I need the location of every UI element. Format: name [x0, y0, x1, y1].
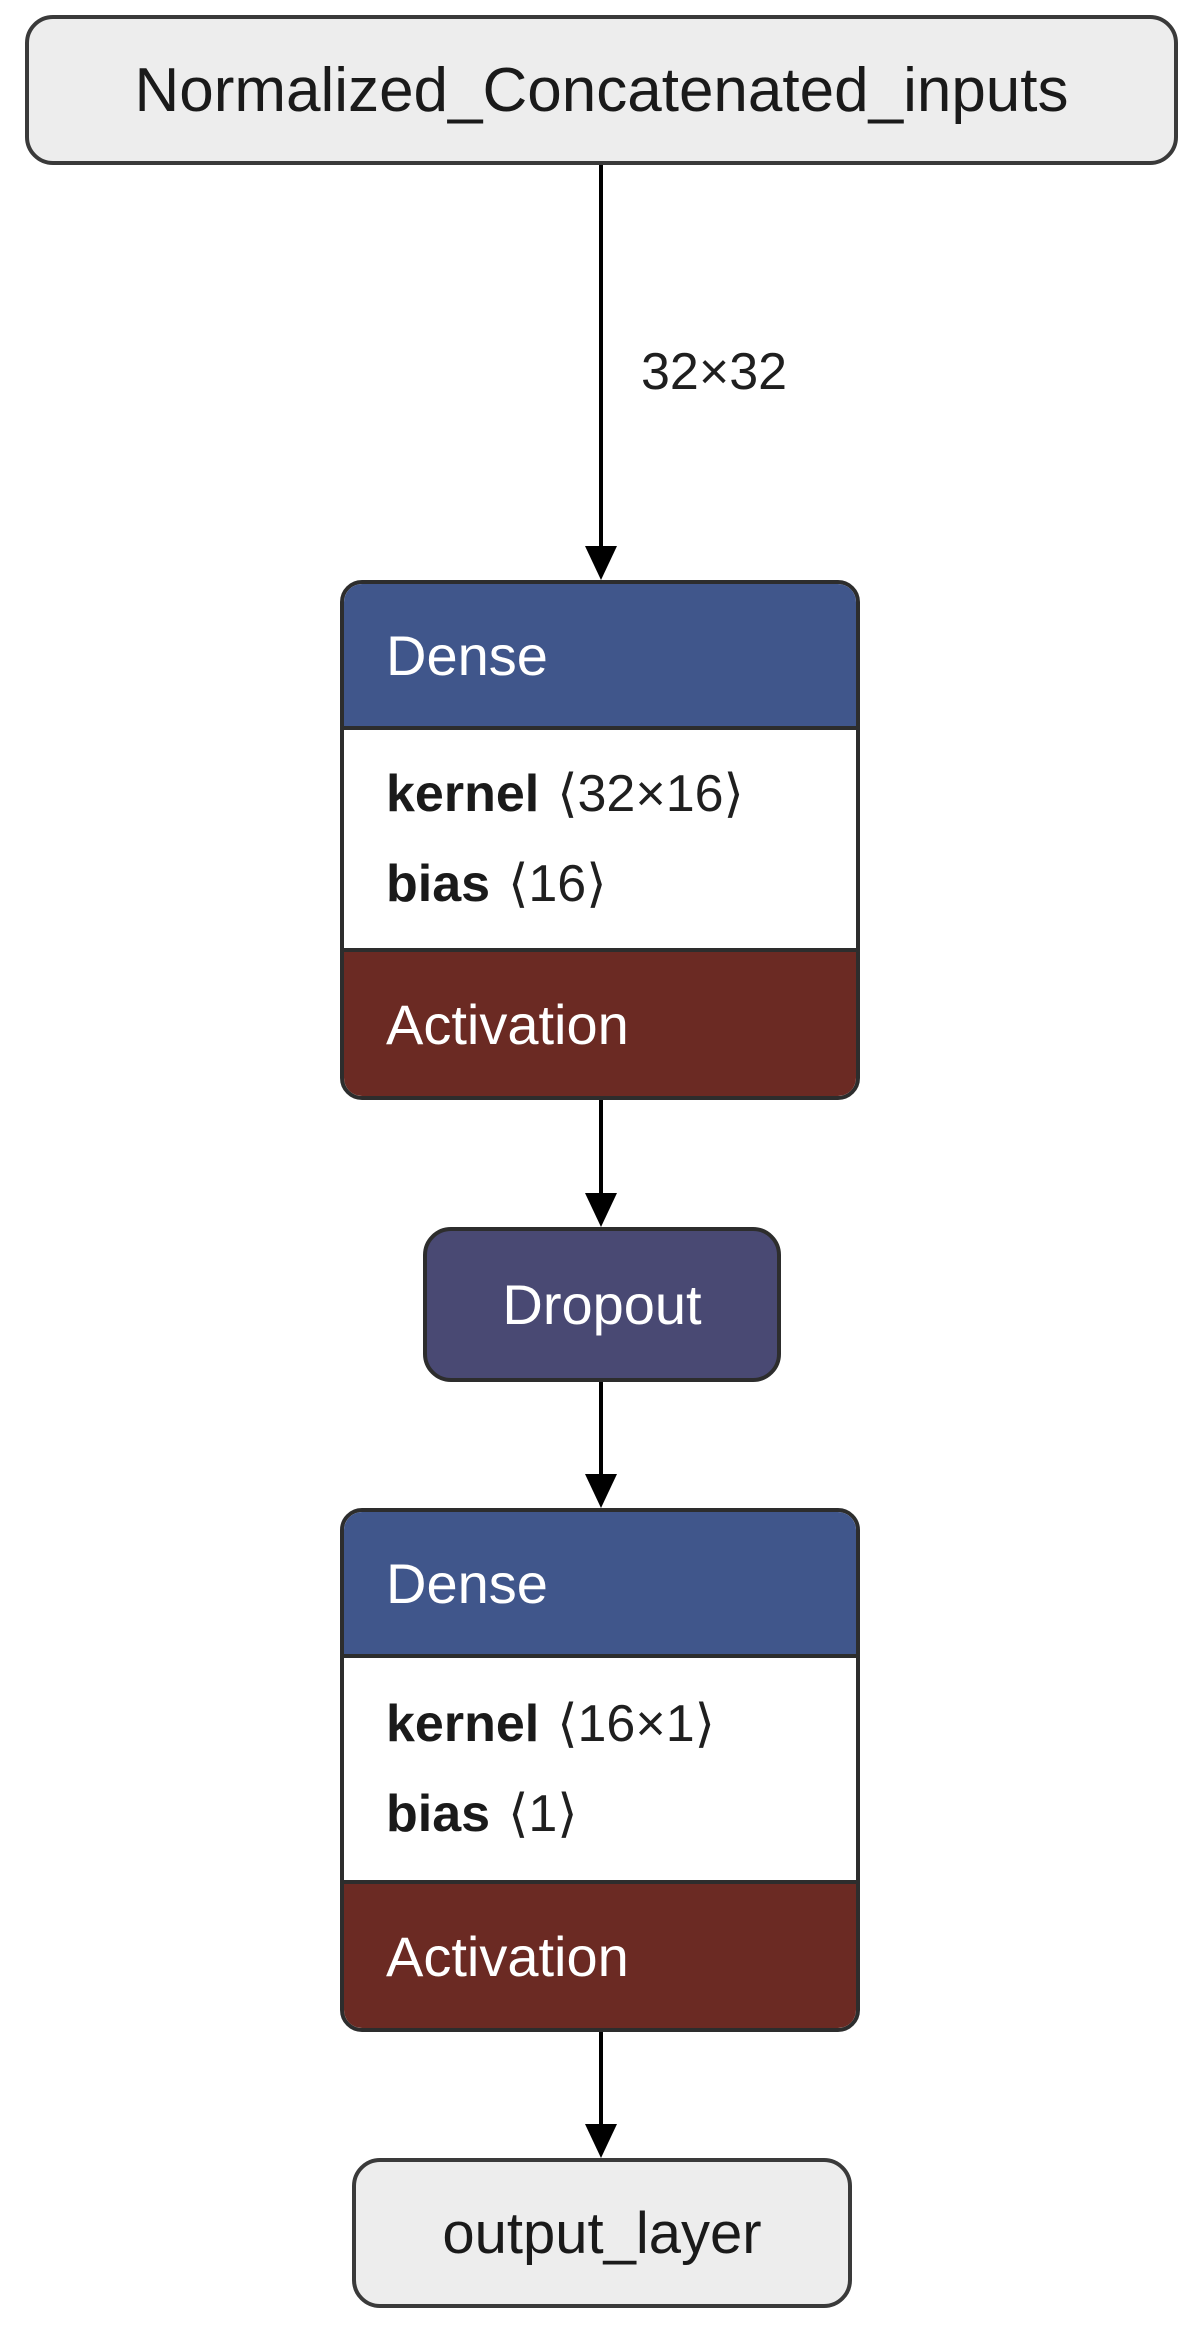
- dense-1-params: kernel ⟨32×16⟩ bias ⟨16⟩: [344, 730, 856, 948]
- param-name: kernel: [386, 1695, 540, 1753]
- node-dense-2: Dense kernel ⟨16×1⟩ bias ⟨1⟩ Activation: [340, 1508, 860, 2032]
- dense-2-activation-footer: Activation: [344, 1880, 856, 2028]
- dense-2-title: Dense: [344, 1512, 856, 1658]
- param-row-bias: bias ⟨1⟩: [386, 1769, 856, 1859]
- dense-1-activation-footer: Activation: [344, 948, 856, 1096]
- param-name: bias: [386, 1785, 491, 1843]
- input-layer-label: Normalized_Concatenated_inputs: [134, 55, 1069, 125]
- node-output-layer: output_layer: [352, 2158, 852, 2308]
- param-row-bias: bias ⟨16⟩: [386, 839, 856, 929]
- param-name: kernel: [386, 765, 540, 823]
- edge-input-to-dense1: [599, 165, 603, 548]
- edge-dense1-to-dropout: [599, 1100, 603, 1195]
- dense-1-title: Dense: [344, 584, 856, 730]
- node-dense-1: Dense kernel ⟨32×16⟩ bias ⟨16⟩ Activation: [340, 580, 860, 1100]
- param-shape: ⟨16⟩: [508, 855, 607, 913]
- param-shape: ⟨32×16⟩: [557, 765, 744, 823]
- param-row-kernel: kernel ⟨16×1⟩: [386, 1679, 856, 1769]
- dense-2-params: kernel ⟨16×1⟩ bias ⟨1⟩: [344, 1658, 856, 1880]
- edge-dropout-to-dense2: [599, 1382, 603, 1476]
- edge-shape-label: 32×32: [641, 343, 788, 401]
- dropout-label: Dropout: [502, 1273, 702, 1336]
- arrow-down-icon: [585, 2124, 617, 2158]
- param-shape: ⟨16×1⟩: [557, 1695, 715, 1753]
- arrow-down-icon: [585, 1193, 617, 1227]
- param-shape: ⟨1⟩: [508, 1785, 578, 1843]
- arrow-down-icon: [585, 546, 617, 580]
- node-input-layer: Normalized_Concatenated_inputs: [25, 15, 1178, 165]
- output-layer-label: output_layer: [442, 2200, 762, 2266]
- param-name: bias: [386, 855, 491, 913]
- edge-dense2-to-output: [599, 2032, 603, 2126]
- node-dropout: Dropout: [423, 1227, 781, 1382]
- arrow-down-icon: [585, 1474, 617, 1508]
- param-row-kernel: kernel ⟨32×16⟩: [386, 749, 856, 839]
